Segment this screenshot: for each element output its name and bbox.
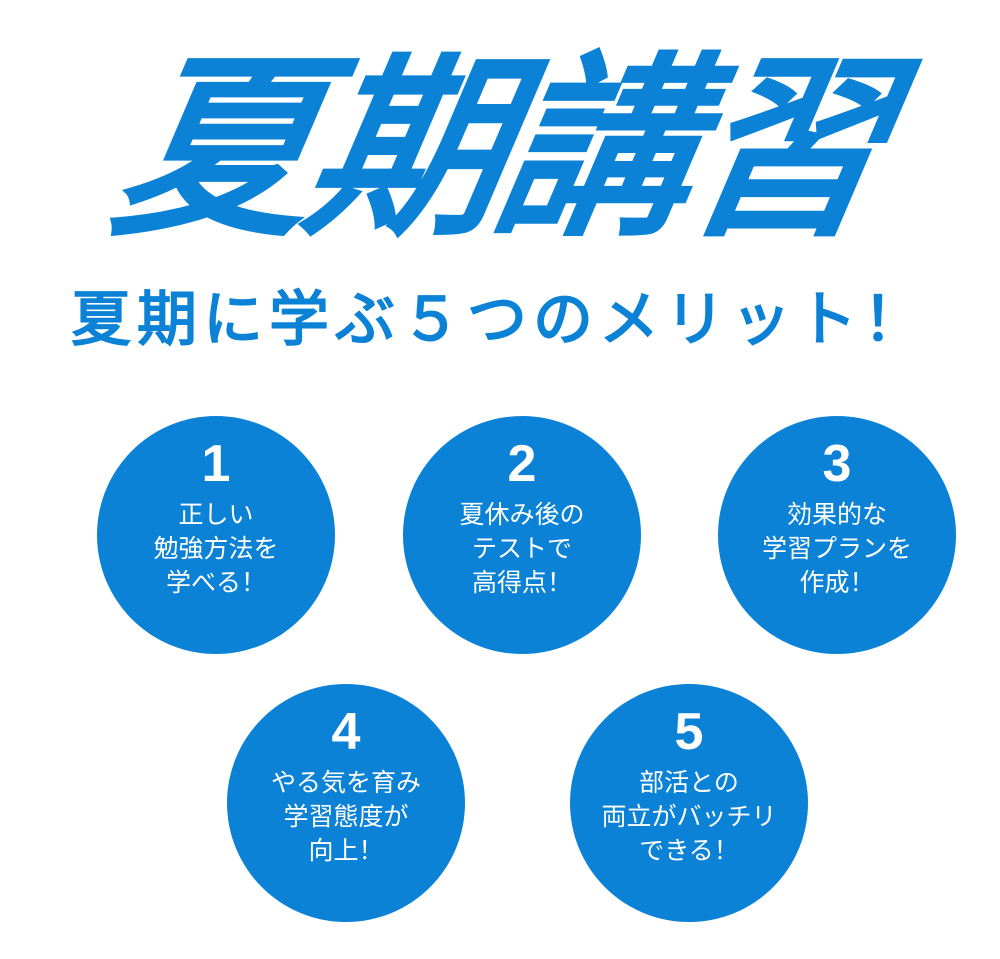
merit-text-line: 学習態度が: [283, 802, 409, 831]
merit-text-line: 高得点！: [471, 568, 572, 597]
merit-text-line: 勉強方法を: [153, 534, 279, 563]
merit-number: 5: [674, 703, 704, 761]
merit-number: 4: [331, 703, 361, 761]
merit-circle-2: 2 夏休み後の テストで 高得点！: [403, 416, 641, 654]
merit-text-line: 作成！: [799, 568, 875, 597]
merit-text-line: 両立がバッチリ: [601, 802, 777, 831]
merit-text-line: 夏休み後の: [459, 500, 585, 529]
merit-text-line: テストで: [471, 534, 572, 563]
merit-text-line: 学習プランを: [761, 534, 912, 563]
subtitle: 夏期に学ぶ５つのメリット！: [71, 285, 929, 355]
merit-number: 2: [507, 435, 537, 493]
merit-text-line: 正しい: [178, 500, 254, 529]
merit-circle-1: 1 正しい 勉強方法を 学べる！: [97, 416, 335, 654]
merit-text-line: 向上！: [308, 836, 384, 865]
merit-text-line: できる！: [639, 836, 739, 865]
merit-number: 3: [822, 435, 852, 493]
merit-circle-4: 4 やる気を育み 学習態度が 向上！: [227, 684, 465, 922]
merit-circle-3: 3 効果的な 学習プランを 作成！: [718, 416, 956, 654]
merit-circle-5: 5 部活との 両立がバッチリ できる！: [570, 684, 808, 922]
merit-text-line: 効果的な: [786, 500, 887, 529]
main-title: 夏期講習: [99, 36, 901, 264]
merit-text-line: やる気を育み: [270, 768, 421, 797]
merit-text-line: 部活との: [639, 768, 739, 797]
merit-text-line: 学べる！: [165, 568, 266, 597]
merit-number: 1: [201, 435, 231, 493]
